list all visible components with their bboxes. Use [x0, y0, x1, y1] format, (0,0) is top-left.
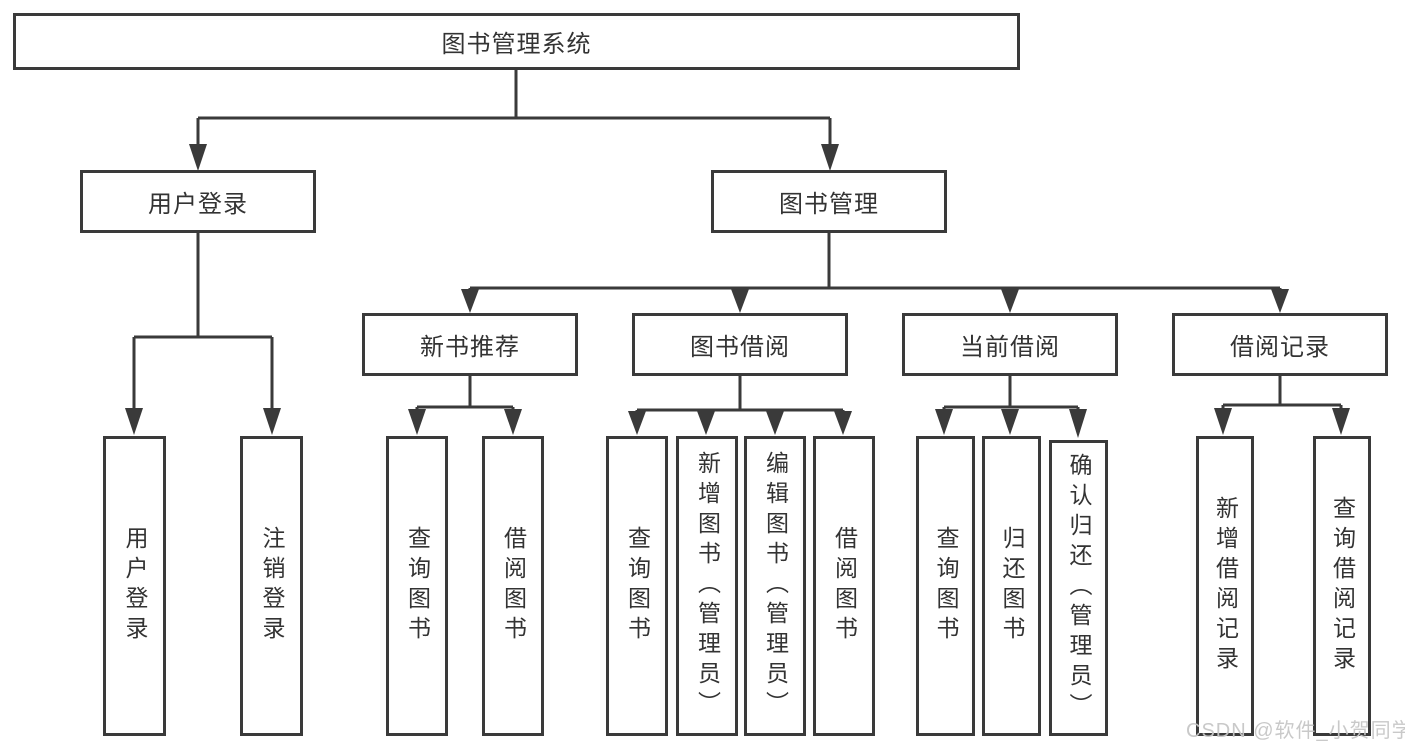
leaf-records-add-label: 新增借阅记录 [1212, 496, 1239, 676]
arrow-to-current [1001, 289, 1019, 313]
leaf-current-return: 归还图书 [982, 436, 1041, 736]
node-root-label: 图书管理系统 [441, 31, 592, 58]
leaf-logout-label: 注销登录 [259, 526, 285, 646]
arrow-leaf-borrow-query [628, 411, 646, 435]
leaf-newbook-query-label: 查询图书 [404, 526, 431, 646]
arrow-to-userlogin [189, 144, 207, 171]
connector-newbook-split [415, 376, 515, 410]
leaf-borrow-edit-label: 编辑图书（管理员） [762, 451, 789, 721]
arrow-leaf-newbook-borrow [504, 409, 522, 435]
leaf-newbook-borrow-label: 借阅图书 [500, 526, 527, 646]
node-borrow-records-label: 借阅记录 [1230, 334, 1330, 361]
node-root: 图书管理系统 [13, 13, 1020, 70]
arrow-leaf-records-query [1332, 408, 1350, 435]
node-current-borrow-label: 当前借阅 [960, 334, 1060, 361]
connector-current-split [942, 376, 1080, 410]
leaf-borrow-add: 新增图书（管理员） [676, 436, 738, 736]
leaf-borrow-borrow-label: 借阅图书 [831, 526, 858, 646]
leaf-newbook-query: 查询图书 [386, 436, 448, 736]
node-book-management: 图书管理 [711, 170, 947, 233]
leaf-borrow-edit: 编辑图书（管理员） [744, 436, 806, 736]
leaf-records-add: 新增借阅记录 [1196, 436, 1254, 736]
leaf-logout: 注销登录 [240, 436, 303, 736]
node-book-management-label: 图书管理 [779, 191, 879, 218]
node-user-login-label: 用户登录 [148, 191, 248, 218]
leaf-user-login-label: 用户登录 [122, 526, 148, 646]
arrow-leaf-current-query [935, 409, 953, 435]
connector-root-split [196, 70, 832, 146]
leaf-current-return-label: 归还图书 [999, 526, 1025, 646]
csdn-watermark: CSDN @软件_小贺同学 [1186, 720, 1405, 742]
connector-records-split [1221, 376, 1343, 408]
connector-arrowheads [125, 144, 1350, 438]
leaf-borrow-query-label: 查询图书 [624, 526, 651, 646]
arrow-leaf-current-return [1001, 409, 1019, 435]
leaf-borrow-add-label: 新增图书（管理员） [694, 451, 721, 721]
leaf-newbook-borrow: 借阅图书 [482, 436, 544, 736]
node-book-borrow-label: 图书借阅 [690, 334, 790, 361]
arrow-leaf-borrow-borrow [834, 411, 852, 435]
leaf-current-confirm: 确认归还（管理员） [1049, 440, 1108, 736]
arrow-leaf-logout [263, 408, 281, 435]
leaf-borrow-query: 查询图书 [606, 436, 668, 736]
leaf-current-confirm-label: 确认归还（管理员） [1066, 453, 1092, 723]
node-new-book-recommend: 新书推荐 [362, 313, 578, 376]
arrow-leaf-borrow-edit [766, 411, 784, 435]
node-current-borrow: 当前借阅 [902, 313, 1118, 376]
arrow-leaf-current-confirm [1069, 409, 1087, 438]
arrow-leaf-newbook-query [408, 409, 426, 435]
arrow-to-bookmgmt [821, 144, 839, 171]
arrow-leaf-records-add [1214, 408, 1232, 435]
arrow-leaf-borrow-add [697, 411, 715, 435]
node-user-login: 用户登录 [80, 170, 316, 233]
arrow-leaf-user-login [125, 408, 143, 435]
arrow-to-borrow [731, 289, 749, 313]
leaf-borrow-borrow: 借阅图书 [813, 436, 875, 736]
node-new-book-recommend-label: 新书推荐 [420, 334, 520, 361]
node-borrow-records: 借阅记录 [1172, 313, 1388, 376]
connector-borrow-split [635, 376, 845, 412]
arrow-to-newbook [461, 289, 479, 313]
leaf-records-query-label: 查询借阅记录 [1329, 496, 1356, 676]
node-book-borrow: 图书借阅 [632, 313, 848, 376]
connector-userlogin-split [132, 233, 274, 410]
leaf-records-query: 查询借阅记录 [1313, 436, 1371, 736]
connector-bookmgmt-split [468, 233, 1282, 291]
leaf-user-login: 用户登录 [103, 436, 166, 736]
leaf-current-query: 查询图书 [916, 436, 975, 736]
arrow-to-records [1271, 289, 1289, 313]
leaf-current-query-label: 查询图书 [933, 526, 959, 646]
